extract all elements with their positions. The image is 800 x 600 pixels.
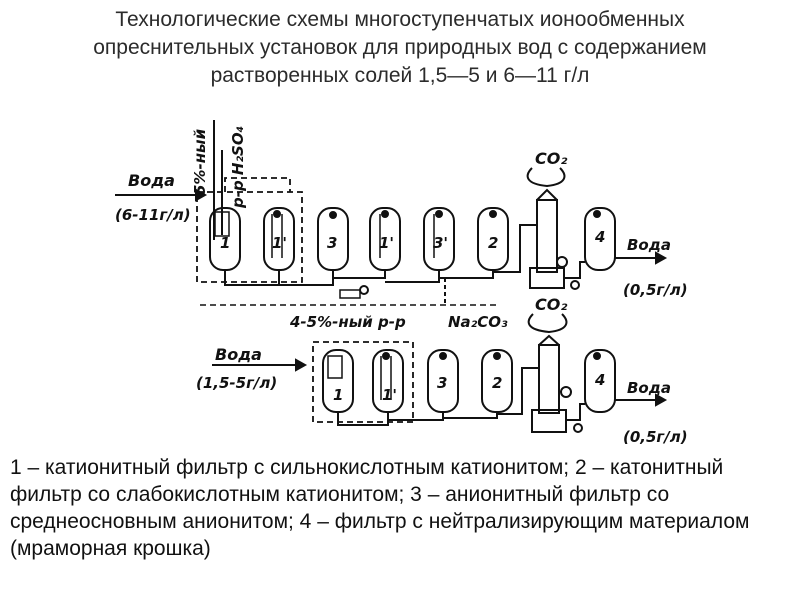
top-inlet-label: Вода [128, 171, 175, 190]
title-line-1: Технологические схемы многоступенчатых и… [115, 8, 685, 31]
bottom-unit-label: 1 [333, 386, 343, 404]
bottom-unit-label: 4 [594, 371, 605, 389]
top-unit-label: 1 [220, 234, 230, 252]
slide-title: Технологические схемы многоступенчатых и… [0, 6, 800, 90]
top-acid-label-1: 5%-ный [191, 128, 209, 195]
top-unit-label: 3' [433, 234, 448, 252]
top-soda-label: Na₂CO₃ [448, 313, 508, 331]
title-line-2: опреснительных установок для природных в… [93, 36, 707, 59]
top-unit-label: 4 [594, 228, 605, 246]
bottom-unit-label: 3 [437, 374, 447, 392]
bottom-unit-label: 2 [492, 374, 502, 392]
top-unit-label: 1' [379, 234, 394, 252]
top-outlet-conc: (0,5г/л) [623, 281, 688, 299]
top-regeneration-zone [197, 192, 302, 282]
title-line-3: растворенных солей 1,5—5 и 6—11 г/л [210, 64, 590, 87]
top-inlet-conc: (6-11г/л) [115, 206, 191, 224]
top-outlet-label: Вода [627, 236, 671, 254]
bottom-vessel-4 [585, 350, 615, 412]
top-reagent-label: 4-5%-ный р-р [289, 313, 406, 331]
bottom-outlet-conc: (0,5г/л) [623, 428, 688, 446]
top-unit-label: 2 [488, 234, 498, 252]
top-co2-label: CO₂ [535, 149, 567, 168]
top-unit-label: 1' [272, 234, 287, 252]
bottom-inlet-label: Вода [215, 345, 262, 364]
top-acid-label-2: р-р H₂SO₄ [229, 126, 247, 209]
bottom-regeneration-zone [313, 342, 413, 422]
bottom-co2-label: CO₂ [535, 295, 567, 314]
top-degasser [528, 168, 568, 288]
legend-caption: 1 – катионитный фильтр с сильнокислотным… [10, 456, 750, 560]
bottom-inlet-conc: (1,5-5г/л) [196, 374, 277, 392]
top-unit-label: 3 [327, 234, 337, 252]
bottom-unit-label: 1' [382, 386, 397, 404]
top-vessel-4 [585, 208, 615, 270]
bottom-outlet-label: Вода [627, 379, 671, 397]
bottom-degasser [529, 314, 572, 432]
